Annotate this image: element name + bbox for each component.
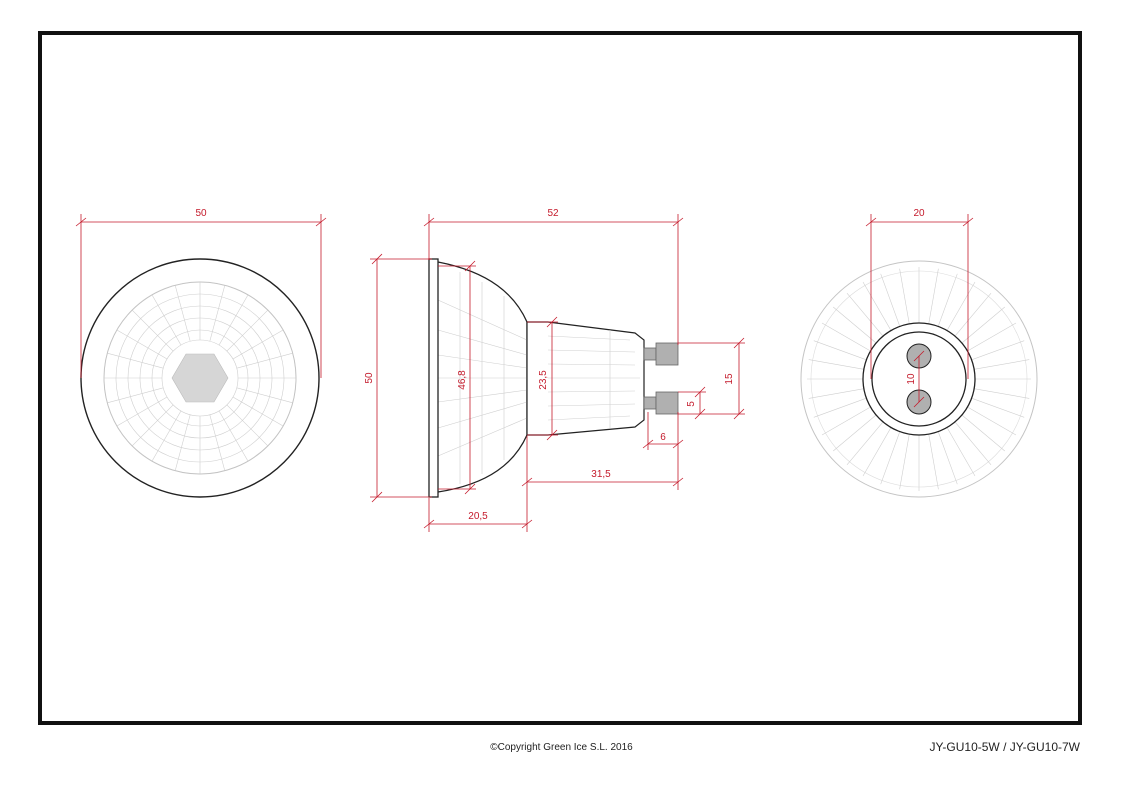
front-view-lens-grid	[103, 281, 297, 475]
cooling-fin	[862, 427, 892, 477]
gu10-pins	[643, 342, 679, 415]
cooling-fin	[846, 421, 884, 465]
cooling-fin	[974, 359, 1030, 370]
rear-cooling-fins	[807, 267, 1031, 491]
copyright-notice: ©Copyright Green Ice S.L. 2016	[490, 742, 633, 753]
cooling-fin	[808, 359, 864, 370]
base-ribs	[547, 330, 640, 428]
cooling-fin	[813, 397, 867, 418]
cooling-fin	[880, 273, 901, 327]
side-dim-overall-length-label: 52	[547, 208, 559, 219]
cooling-fin	[961, 306, 1005, 344]
side-dim-base-length-label: 31,5	[591, 469, 611, 480]
cooling-fin	[937, 273, 958, 327]
lens-grid-spoke	[131, 404, 174, 447]
front-dim-width-label: 50	[195, 208, 207, 219]
lens-grid-spoke	[236, 352, 293, 369]
lens-grid-spoke	[174, 414, 191, 471]
rear-view: 20 10	[800, 208, 1038, 498]
lens-grid-spoke	[151, 410, 182, 462]
rear-dimension-lines	[865, 214, 974, 408]
lens-grid-spoke	[107, 352, 164, 369]
cooling-fin	[967, 406, 1017, 436]
cooling-fin	[971, 340, 1025, 361]
lens-grid-spoke	[232, 396, 284, 427]
cooling-fin	[808, 388, 864, 399]
lens-grid-spoke	[116, 329, 168, 360]
cooling-fin	[971, 397, 1025, 418]
side-dim-pin-head-label: 5	[686, 401, 697, 407]
lens-grid-spoke	[116, 396, 168, 427]
cooling-fin	[821, 406, 871, 436]
lens-grid-spoke	[232, 329, 284, 360]
reflector-body	[437, 261, 528, 493]
side-dim-height-label: 50	[364, 372, 375, 384]
cooling-fin	[880, 431, 901, 485]
rear-dim-pin-distance-label: 10	[906, 373, 917, 385]
drawing-frame	[38, 31, 1082, 725]
cooling-fin	[928, 434, 939, 490]
lens-grid-spoke	[151, 294, 182, 346]
cooling-fin	[967, 322, 1017, 352]
lens-grid-spoke	[218, 294, 249, 346]
cooling-fin	[974, 388, 1030, 399]
lens-grid-spoke	[226, 404, 269, 447]
base-inner-ring	[871, 331, 967, 427]
cooling-fin	[899, 268, 910, 324]
lens-grid-spoke	[236, 387, 293, 404]
cooling-fin	[862, 281, 892, 331]
lens-grid-spoke	[226, 309, 269, 352]
side-dim-reflector-diameter-label: 46,8	[457, 370, 468, 390]
front-dim-width	[75, 214, 327, 378]
rear-dim-base-width-label: 20	[913, 208, 925, 219]
rear-outer-rim	[800, 260, 1038, 498]
cooling-fin	[821, 322, 871, 352]
front-flange	[428, 258, 439, 498]
side-view: 52 50 46,8 23,5 15 5 6 31,5 20,5	[364, 208, 745, 532]
side-dimension-lines	[370, 214, 745, 532]
side-dim-neck-diameter-label: 23,5	[538, 370, 549, 390]
lens-grid-spoke	[218, 410, 249, 462]
cooling-fin	[833, 414, 877, 452]
lens-grid-spoke	[174, 285, 191, 342]
model-number: JY-GU10-5W / JY-GU10-7W	[929, 740, 1081, 754]
reflector-ribs	[437, 272, 528, 484]
cooling-fin	[954, 421, 992, 465]
cooling-fin	[937, 431, 958, 485]
cooling-fin	[954, 293, 992, 337]
cooling-fin	[899, 434, 910, 490]
lens-grid-spoke	[209, 414, 226, 471]
cooling-fin	[833, 306, 877, 344]
cooling-fin	[846, 293, 884, 337]
side-dim-reflector-depth-label: 20,5	[468, 511, 488, 522]
side-dim-pin-spacing-label: 15	[724, 373, 735, 385]
cooling-fin	[928, 268, 939, 324]
lens-grid-spoke	[209, 285, 226, 342]
cooling-fin	[946, 427, 976, 477]
lens-grid-spoke	[131, 309, 174, 352]
front-inner-rim	[103, 281, 297, 475]
cooling-fin	[946, 281, 976, 331]
led-chip	[171, 353, 229, 403]
lens-grid-spoke	[107, 387, 164, 404]
cooling-fin	[961, 414, 1005, 452]
cooling-fin	[813, 340, 867, 361]
side-dim-pin-length-label: 6	[660, 432, 666, 443]
front-view: 50	[75, 208, 327, 498]
